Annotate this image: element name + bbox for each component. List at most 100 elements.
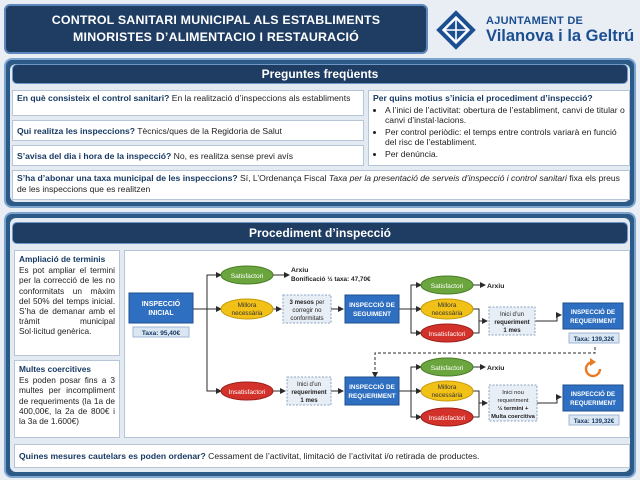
faq-answer: No, es realitza sense previ avís xyxy=(171,151,294,161)
svg-text:Millora: Millora xyxy=(438,384,457,391)
inspeccio-requeriment-box-1: INSPECCIÓ DE REQUERIMENT xyxy=(344,376,400,406)
logo-line2: Vilanova i la Geltrú xyxy=(486,26,635,45)
outcome-insatisfactori-1: Insatisfactori xyxy=(220,381,274,401)
svg-text:INSPECCIÓ DE: INSPECCIÓ DE xyxy=(349,382,396,391)
ampliacio-terminis-box: Ampliació de terminis Es pot ampliar el … xyxy=(14,250,120,356)
arrow-req-insatisfactori xyxy=(410,391,422,420)
svg-text:REQUERIMENT: REQUERIMENT xyxy=(348,393,395,400)
procedure-section: Procediment d’inspecció Ampliació de ter… xyxy=(4,212,636,478)
arrow-millora3-inici-nou xyxy=(473,390,488,406)
svg-text:3 mesos per: 3 mesos per xyxy=(290,299,325,306)
svg-text:necessària: necessària xyxy=(232,310,263,317)
svg-text:INSPECCIÓ DE: INSPECCIÓ DE xyxy=(571,390,615,398)
list-item: Per denúncia. xyxy=(385,149,625,160)
arrow-inici2-requeriment xyxy=(535,312,562,322)
svg-text:corregir no: corregir no xyxy=(292,307,322,314)
arrow-req-satisfactori xyxy=(399,364,422,392)
faq-question: En què consisteix el control sanitari? xyxy=(17,93,170,103)
inspeccio-seguiment-box: INSPECCIÓ DE SEGUIMENT xyxy=(344,294,400,324)
svg-text:Inici d’un: Inici d’un xyxy=(500,311,524,318)
logo: AJUNTAMENT DE Vilanova i la Geltrú xyxy=(436,8,636,52)
faq-answer-end: fixa els preus de les inspeccions que es… xyxy=(17,173,620,194)
svg-text:Taxa: 139,32€: Taxa: 139,32€ xyxy=(574,336,615,343)
faq-item-avis: S’avisa del dia i hora de la inspecció? … xyxy=(12,145,364,166)
arxiu-label-3: Arxiu xyxy=(487,365,504,372)
multes-title: Multes coercitives xyxy=(19,364,91,374)
inici-requeriment-box-2: Inici d’un requeriment 1 mes xyxy=(488,306,536,336)
arrow-millora2-inici xyxy=(473,308,488,324)
svg-text:Insatisfactori: Insatisfactori xyxy=(228,389,266,396)
svg-text:REQUERIMENT: REQUERIMENT xyxy=(570,318,616,325)
faq-section: Preguntes freqüents En què consisteix el… xyxy=(4,58,636,208)
faq-item-control-sanitari: En què consisteix el control sanitari? E… xyxy=(12,90,364,116)
svg-text:Taxa: 139,32€: Taxa: 139,32€ xyxy=(574,418,615,425)
inspeccio-inicial-box: INSPECCIÓ INICIAL xyxy=(128,292,194,324)
svg-text:Multa coercitiva: Multa coercitiva xyxy=(491,414,536,420)
list-item: A l’inici de l’activitat: obertura de l’… xyxy=(385,105,625,126)
inici-nou-requeriment-box: Inici nou requeriment ½ termini + Multa … xyxy=(488,384,538,422)
ampliacio-title: Ampliació de terminis xyxy=(19,254,106,264)
mesures-cautelars-box: Quines mesures cautelars es poden ordena… xyxy=(14,444,630,468)
logo-line1: AJUNTAMENT DE xyxy=(486,14,584,27)
svg-text:Inici nou: Inici nou xyxy=(502,390,524,396)
multes-coercitives-box: Multes coercitives Es poden posar fins a… xyxy=(14,360,120,438)
procedure-title: Procediment d’inspecció xyxy=(12,222,628,244)
svg-text:INSPECCIÓ DE: INSPECCIÓ DE xyxy=(349,300,396,309)
svg-text:Satisfactori: Satisfactori xyxy=(431,283,464,290)
svg-text:INSPECCIÓ DE: INSPECCIÓ DE xyxy=(571,308,615,316)
taxa-inicial-label: Taxa: 95,40€ xyxy=(132,326,190,338)
outcome-insatisfactori-2: Insatisfactori xyxy=(420,323,474,343)
taxa-requeriment-label-1: Taxa: 139,32€ xyxy=(568,332,620,344)
inspeccio-requeriment-box-2: INSPECCIÓ DE REQUERIMENT xyxy=(562,302,624,330)
inspeccio-inicial-line2: INICIAL xyxy=(148,310,174,317)
outcome-satisfactori-2: Satisfactori xyxy=(420,275,474,295)
svg-text:necessària: necessària xyxy=(432,392,463,399)
logo-text: AJUNTAMENT DE Vilanova i la Geltrú xyxy=(486,15,634,45)
arrow-inicial-satisfactori xyxy=(193,272,222,310)
svg-text:Taxa: 95,40€: Taxa: 95,40€ xyxy=(142,330,181,337)
faq-question: S’avisa del dia i hora de la inspecció? xyxy=(17,151,172,161)
arxiu-label-1: Arxiu xyxy=(291,267,308,274)
flow-diagram: INSPECCIÓ INICIAL Taxa: 95,40€ INSPECCIÓ… xyxy=(128,265,624,427)
dashed-return-arrow xyxy=(372,347,596,378)
header-title-line1: CONTROL SANITARI MUNICIPAL ALS ESTABLIME… xyxy=(51,13,381,27)
mesures-question: Quines mesures cautelars es poden ordena… xyxy=(19,451,206,461)
outcome-millora-1: Millora necessària xyxy=(220,298,274,320)
faq-answer: En la realització d’inspeccions als esta… xyxy=(169,93,351,103)
arrow-inicial-insatisfactori xyxy=(206,309,222,394)
svg-text:Satisfactori: Satisfactori xyxy=(231,273,264,280)
svg-text:SEGUIMENT: SEGUIMENT xyxy=(353,311,391,318)
outcome-insatisfactori-3: Insatisfactori xyxy=(420,407,474,427)
svg-text:Millora: Millora xyxy=(438,302,457,309)
faq-answer: Tècnics/ques de la Regidoria de Salut xyxy=(134,126,282,136)
arrow-seguiment-satisfactori xyxy=(399,282,422,310)
svg-text:Insatisfactori: Insatisfactori xyxy=(428,331,466,338)
faq-motius-list: A l’inici de l’activitat: obertura de l’… xyxy=(385,105,625,160)
bonificacio-label: Bonificació ½ taxa: 47,70€ xyxy=(291,275,371,283)
faq-answer-ordinance: Taxa per la presentació de serveis d’ins… xyxy=(328,173,567,183)
vilanova-shield-icon xyxy=(436,10,476,50)
svg-text:requeriment: requeriment xyxy=(494,319,529,326)
inspeccio-requeriment-box-3: INSPECCIÓ DE REQUERIMENT xyxy=(562,384,624,412)
svg-text:REQUERIMENT: REQUERIMENT xyxy=(570,400,616,407)
svg-text:1 mes: 1 mes xyxy=(503,327,521,334)
faq-title: Preguntes freqüents xyxy=(12,64,628,84)
svg-text:Satisfactori: Satisfactori xyxy=(431,365,464,372)
faq-question: Per quins motius s’inicia el procediment… xyxy=(373,93,593,103)
multes-text: Es poden posar fins a 3 multes per incom… xyxy=(19,375,115,427)
svg-text:Millora: Millora xyxy=(238,302,257,309)
outcome-satisfactori-3: Satisfactori xyxy=(420,357,474,377)
faq-answer: Sí, L’Ordenança Fiscal xyxy=(237,173,329,183)
svg-text:requeriment: requeriment xyxy=(291,389,326,396)
faq-item-taxa: S’ha d’abonar una taxa municipal de les … xyxy=(12,170,630,200)
faq-question: Qui realitza les inspeccions? xyxy=(17,126,135,136)
faq-item-motius: Per quins motius s’inicia el procediment… xyxy=(368,90,630,166)
cycle-arrow-icon xyxy=(584,358,602,378)
svg-text:½ termini +: ½ termini + xyxy=(498,405,529,412)
procedure-diagram: INSPECCIÓ INICIAL Taxa: 95,40€ INSPECCIÓ… xyxy=(124,250,630,438)
ampliacio-text: Es pot ampliar el termini per la correcc… xyxy=(19,265,115,337)
inici-requeriment-box-1: Inici d’un requeriment 1 mes xyxy=(286,376,332,406)
arrow-insatisfactori2-join xyxy=(473,321,480,334)
svg-text:Insatisfactori: Insatisfactori xyxy=(428,415,466,422)
